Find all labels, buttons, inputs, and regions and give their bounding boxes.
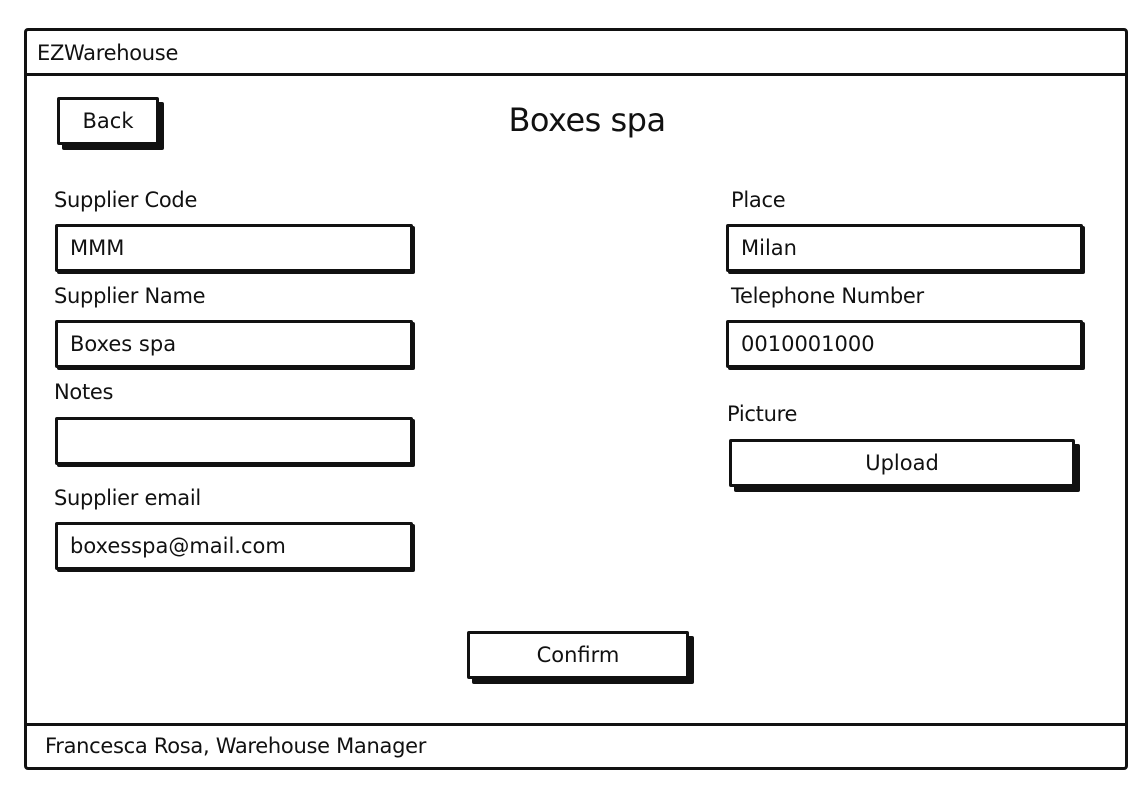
supplier-email-input[interactable]: boxesspa@mail.com	[55, 522, 413, 570]
title-bar: EZWarehouse	[27, 31, 1125, 76]
confirm-button[interactable]: Confirm	[467, 631, 689, 679]
upload-button[interactable]: Upload	[729, 439, 1075, 487]
status-bar: Francesca Rosa, Warehouse Manager	[27, 723, 1125, 767]
supplier-code-label: Supplier Code	[54, 188, 198, 212]
telephone-label: Telephone Number	[731, 284, 924, 308]
page-title: Boxes spa	[508, 101, 666, 139]
app-title: EZWarehouse	[37, 41, 179, 65]
place-input[interactable]: Milan	[726, 224, 1083, 272]
supplier-name-input[interactable]: Boxes spa	[55, 320, 413, 368]
supplier-name-label: Supplier Name	[54, 284, 206, 308]
app-window: EZWarehouse Back Boxes spa Supplier Code…	[24, 28, 1128, 770]
telephone-input[interactable]: 0010001000	[726, 320, 1083, 368]
back-button[interactable]: Back	[57, 97, 159, 145]
place-label: Place	[731, 188, 786, 212]
supplier-email-label: Supplier email	[54, 486, 201, 510]
notes-input[interactable]	[55, 417, 413, 465]
notes-label: Notes	[54, 380, 114, 404]
user-info: Francesca Rosa, Warehouse Manager	[45, 734, 427, 758]
supplier-code-input[interactable]: MMM	[55, 224, 413, 272]
picture-label: Picture	[727, 402, 798, 426]
